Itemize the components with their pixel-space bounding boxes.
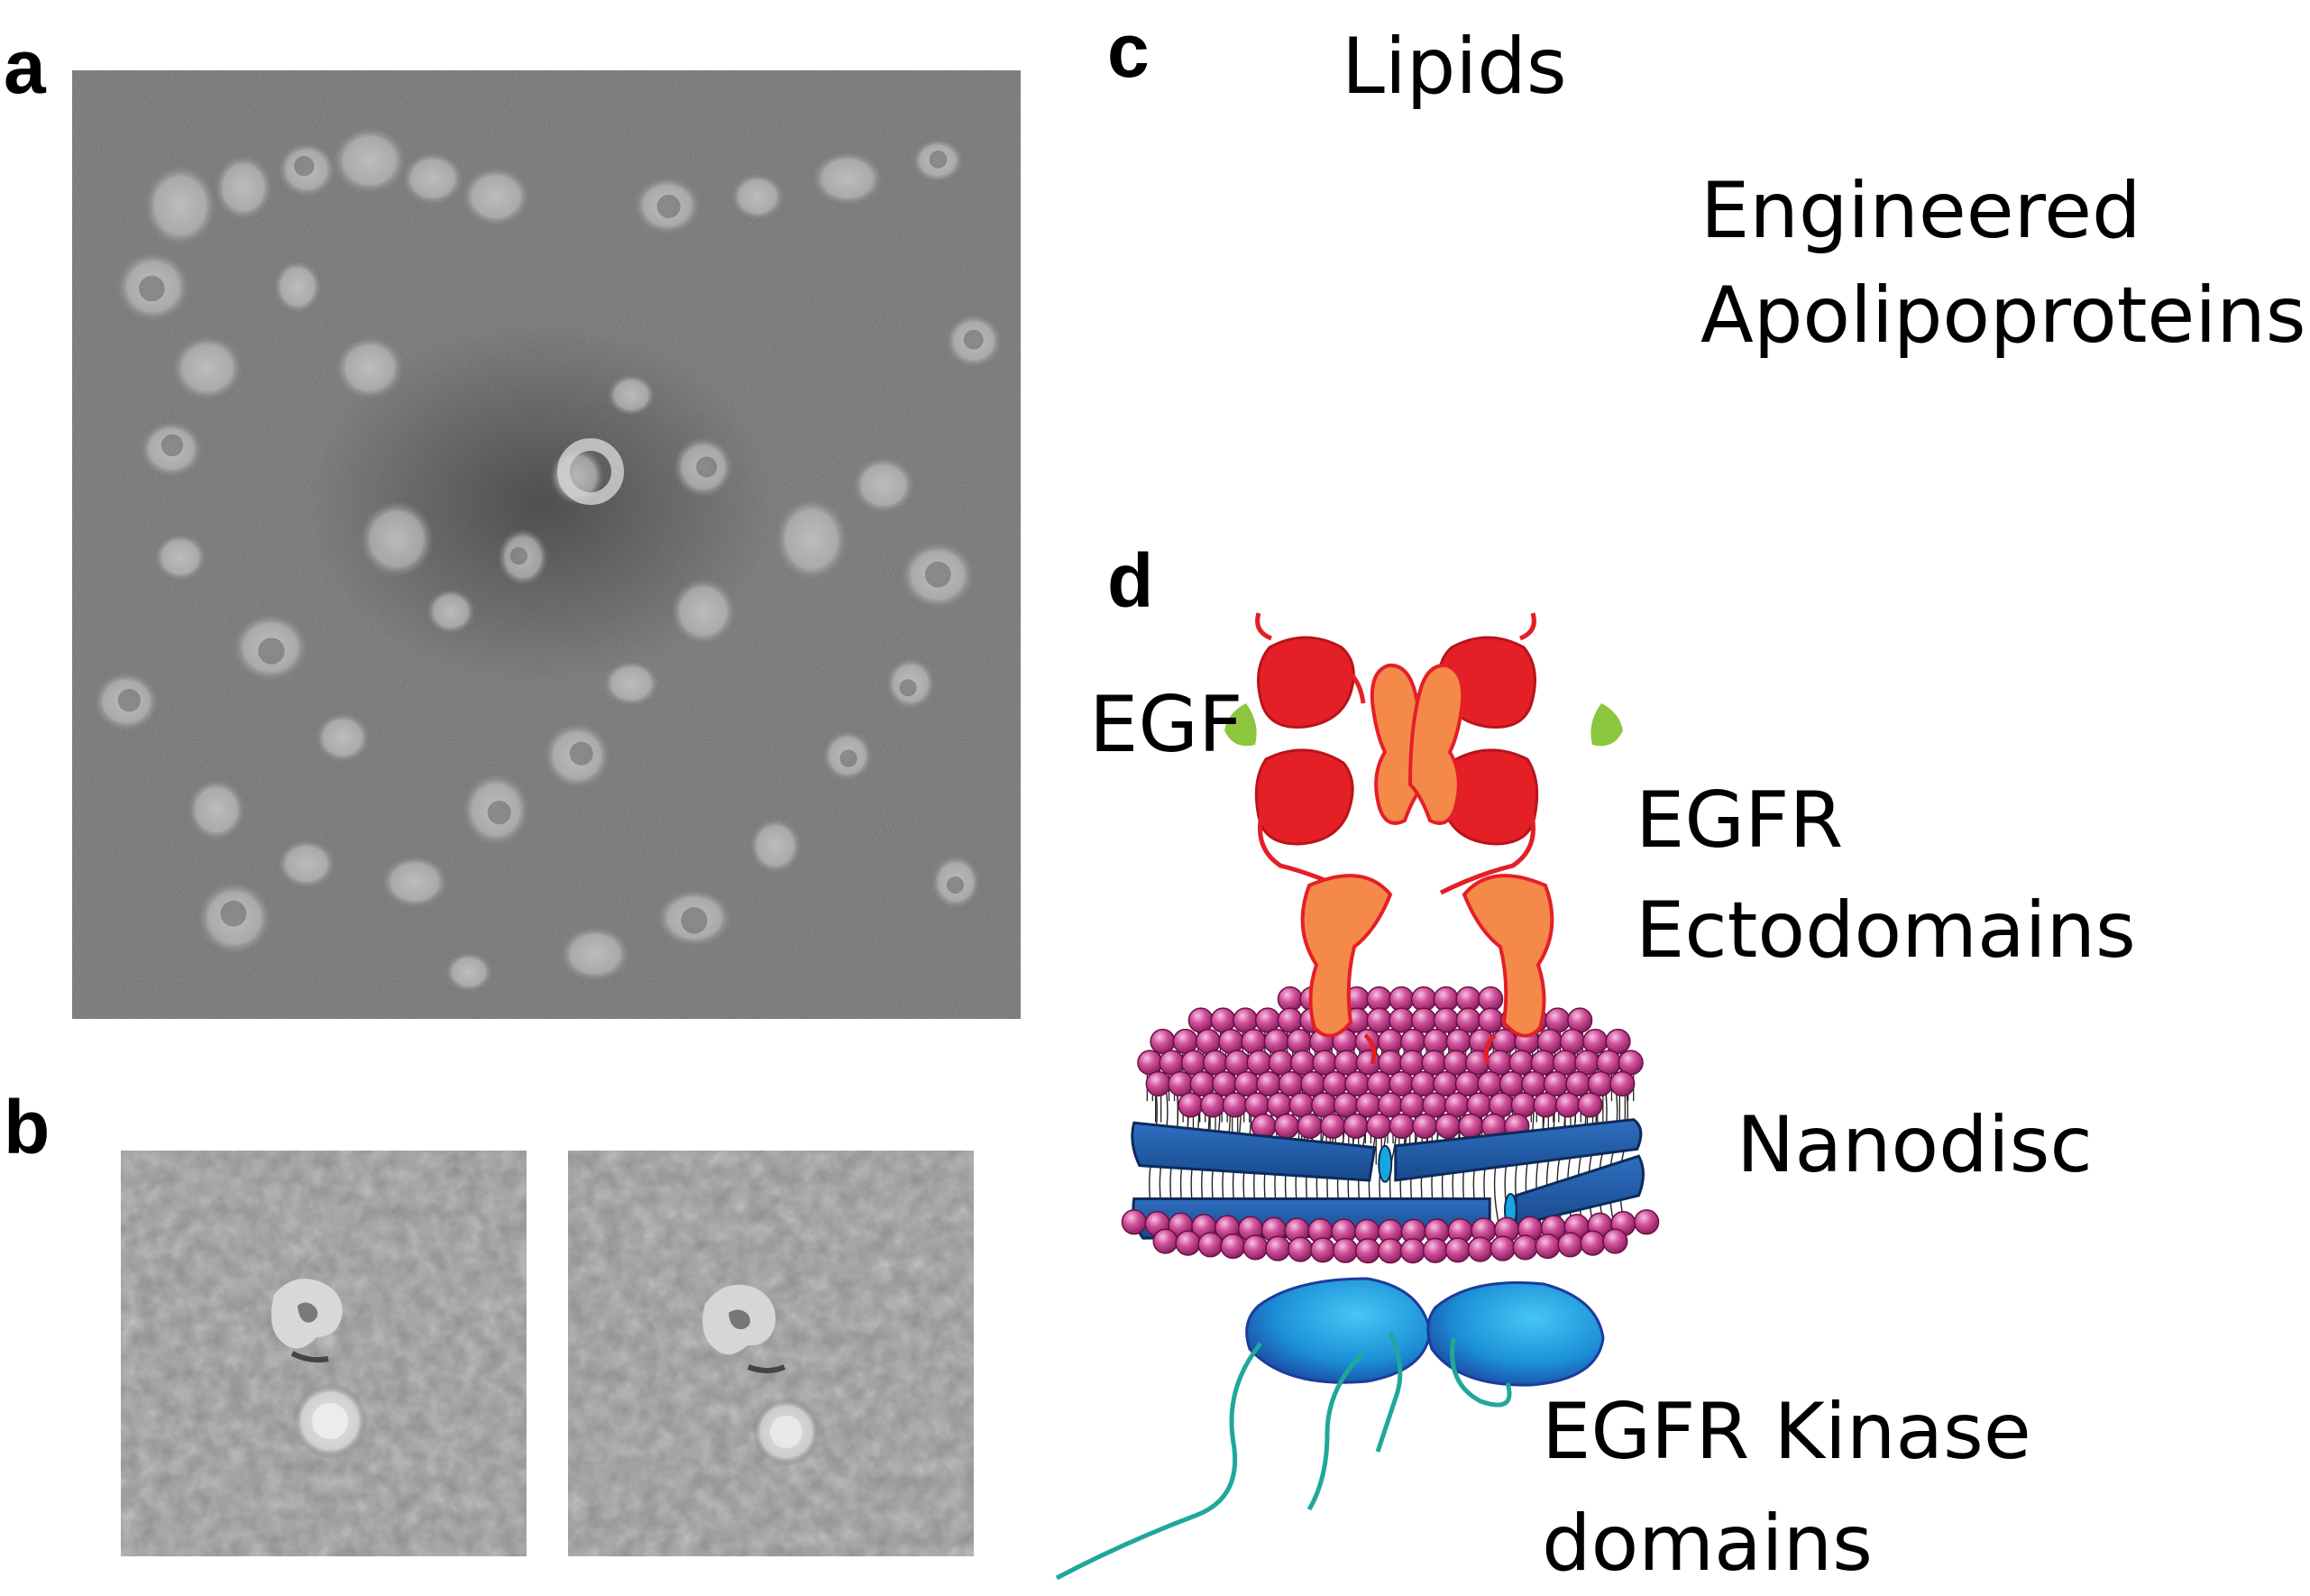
protein-particle — [852, 456, 915, 514]
protein-particle — [775, 498, 848, 581]
panel-c-letter: c — [1107, 8, 1150, 93]
kinase-left — [1245, 1277, 1432, 1384]
particle-center — [160, 434, 184, 457]
lipid-heads-bottom — [1121, 1209, 1660, 1264]
protein-particle — [426, 589, 475, 634]
protein-particle — [359, 500, 435, 578]
apolipoproteins-label-line2: Apolipoproteins — [1700, 271, 2306, 361]
kinase-tail-2 — [1306, 1351, 1365, 1511]
kinase-tail-1 — [1055, 1342, 1262, 1581]
protein-particle — [670, 577, 737, 646]
lipids-label: Lipids — [1342, 22, 1567, 112]
micrograph-a — [72, 70, 1021, 1019]
class-average-2 — [568, 1151, 974, 1556]
ectodomains-label-line1: EGFR — [1636, 775, 1844, 866]
particle-center — [294, 156, 315, 177]
domain-IV-right — [1462, 874, 1554, 1038]
protein-particle — [749, 818, 802, 874]
particle-center — [929, 151, 948, 169]
protein-particle — [730, 173, 784, 220]
protein-particle — [380, 855, 449, 909]
egf-label: EGF — [1089, 680, 1243, 770]
domain-III-right — [1439, 748, 1539, 846]
particle-center — [117, 689, 141, 712]
class-average-2-image — [568, 1151, 974, 1556]
kinase-tail-3 — [1375, 1331, 1403, 1453]
particle-center — [839, 749, 857, 767]
protein-particle — [187, 778, 246, 841]
panel-d-letter: d — [1107, 538, 1154, 623]
nanodisc-label: Nanodisc — [1737, 1100, 2093, 1190]
panel-a-letter: a — [4, 24, 46, 109]
egf-ligand-right — [1590, 703, 1623, 747]
domain-II-right — [1407, 663, 1465, 825]
apolipoproteins-label-line1: Engineered — [1700, 166, 2141, 256]
domain-IV-left — [1300, 874, 1393, 1038]
protein-particle — [335, 335, 404, 400]
particle-center — [220, 900, 247, 927]
particle-center — [696, 456, 718, 478]
particle-center — [509, 546, 528, 565]
protein-particle — [607, 374, 655, 416]
protein-particle — [273, 260, 322, 314]
ectodomains-label-line2: Ectodomains — [1636, 885, 2136, 976]
protein-particle — [214, 155, 273, 220]
particle-center — [258, 637, 285, 665]
protein-particle — [315, 712, 371, 763]
protein-particle — [462, 167, 530, 226]
class-average-1-image — [121, 1151, 527, 1556]
micrograph-a-image — [72, 70, 1021, 1019]
protein-particle — [277, 839, 336, 888]
particle-center — [569, 741, 593, 766]
protein-particle — [445, 952, 493, 992]
particle-center — [139, 275, 165, 302]
class-average-1 — [121, 1151, 527, 1556]
particle-center — [963, 329, 984, 350]
egfr-ectodomains — [1254, 612, 1554, 1065]
protein-particle — [171, 335, 243, 401]
kinase-right — [1426, 1281, 1605, 1387]
nanodisc-schematic-d — [1121, 986, 1660, 1264]
particle-center — [681, 907, 708, 934]
particle-center — [946, 876, 964, 894]
egf-ligand-left — [1224, 703, 1257, 747]
protein-particle — [143, 165, 217, 246]
egfr-kinase-domains — [1055, 1277, 1605, 1581]
ring-particle — [557, 438, 624, 505]
protein-particle — [603, 660, 659, 707]
domain-III-left — [1254, 748, 1354, 846]
panel-b-letter: b — [4, 1085, 50, 1169]
kinase-label-line2: domains — [1542, 1499, 1873, 1589]
kinase-tail-4 — [1450, 1337, 1512, 1408]
protein-particle — [154, 533, 206, 582]
particle-center — [487, 800, 511, 825]
protein-particle — [811, 151, 884, 206]
domain-I-left — [1257, 636, 1355, 729]
particle-center — [899, 679, 917, 697]
particle-center — [925, 561, 951, 588]
protein-particle — [560, 926, 630, 982]
protein-particle — [333, 126, 407, 195]
kinase-label-line1: EGFR Kinase — [1542, 1387, 2031, 1477]
particle-center — [656, 194, 681, 218]
protein-particle — [402, 151, 463, 206]
